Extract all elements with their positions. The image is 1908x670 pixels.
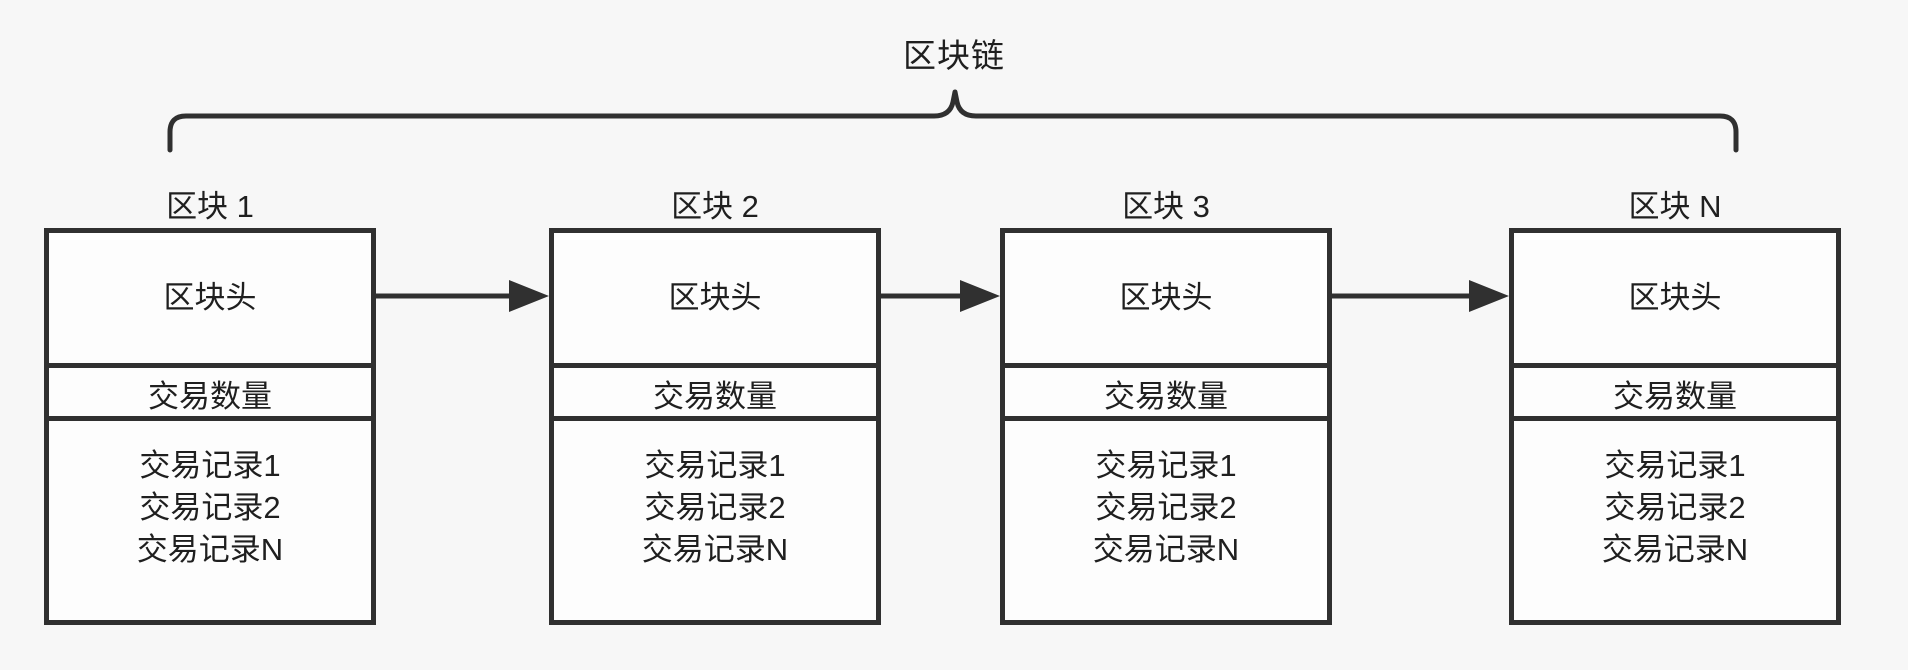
block-txcount-section-3: 交易数量	[1005, 363, 1327, 421]
block-records-section-3: 交易记录1 交易记录2 交易记录N	[1005, 421, 1327, 620]
block-box-1[interactable]: 区块头 交易数量 交易记录1 交易记录2 交易记录N	[44, 228, 376, 625]
transaction-record-line: 交易记录N	[136, 532, 284, 567]
block-records-section-n: 交易记录1 交易记录2 交易记录N	[1514, 421, 1836, 620]
block-box-3[interactable]: 区块头 交易数量 交易记录1 交易记录2 交易记录N	[1000, 228, 1332, 625]
transaction-record-line: 交易记录2	[644, 490, 786, 525]
block-box-n[interactable]: 区块头 交易数量 交易记录1 交易记录2 交易记录N	[1509, 228, 1841, 625]
block-box-2[interactable]: 区块头 交易数量 交易记录1 交易记录2 交易记录N	[549, 228, 881, 625]
transaction-record-line: 交易记录2	[139, 490, 281, 525]
block-txcount-section-n: 交易数量	[1514, 363, 1836, 421]
block-label-n: 区块 N	[1628, 189, 1722, 224]
block-group-n: 区块 N 区块头 交易数量 交易记录1 交易记录2 交易记录N	[1509, 186, 1841, 625]
block-header-section-n: 区块头	[1514, 233, 1836, 363]
transaction-record-line: 交易记录1	[1604, 448, 1746, 483]
block-records-section-1: 交易记录1 交易记录2 交易记录N	[49, 421, 371, 620]
block-txcount-section-1: 交易数量	[49, 363, 371, 421]
block-records-section-2: 交易记录1 交易记录2 交易记录N	[554, 421, 876, 620]
transaction-record-line: 交易记录N	[1601, 532, 1749, 567]
transaction-record-line: 交易记录1	[644, 448, 786, 483]
chain-arrow-2-to-3	[881, 280, 1000, 312]
chain-title: 区块链	[903, 37, 1005, 74]
transaction-record-line: 交易记录1	[1095, 448, 1237, 483]
block-header-section-2: 区块头	[554, 233, 876, 363]
block-group-2: 区块 2 区块头 交易数量 交易记录1 交易记录2 交易记录N	[549, 186, 881, 625]
chain-arrow-3-to-n	[1332, 280, 1509, 312]
block-group-1: 区块 1 区块头 交易数量 交易记录1 交易记录2 交易记录N	[44, 186, 376, 625]
block-label-1: 区块 1	[166, 189, 254, 224]
block-txcount-section-2: 交易数量	[554, 363, 876, 421]
chain-arrow-1-to-2	[376, 280, 549, 312]
block-label-2: 区块 2	[671, 189, 759, 224]
transaction-record-line: 交易记录2	[1604, 490, 1746, 525]
transaction-record-line: 交易记录2	[1095, 490, 1237, 525]
transaction-record-line: 交易记录N	[641, 532, 789, 567]
transaction-record-line: 交易记录1	[139, 448, 281, 483]
block-header-section-3: 区块头	[1005, 233, 1327, 363]
block-group-3: 区块 3 区块头 交易数量 交易记录1 交易记录2 交易记录N	[1000, 186, 1332, 625]
chain-span-brace-icon	[167, 89, 1739, 153]
block-label-3: 区块 3	[1122, 189, 1210, 224]
block-header-section-1: 区块头	[49, 233, 371, 363]
transaction-record-line: 交易记录N	[1092, 532, 1240, 567]
